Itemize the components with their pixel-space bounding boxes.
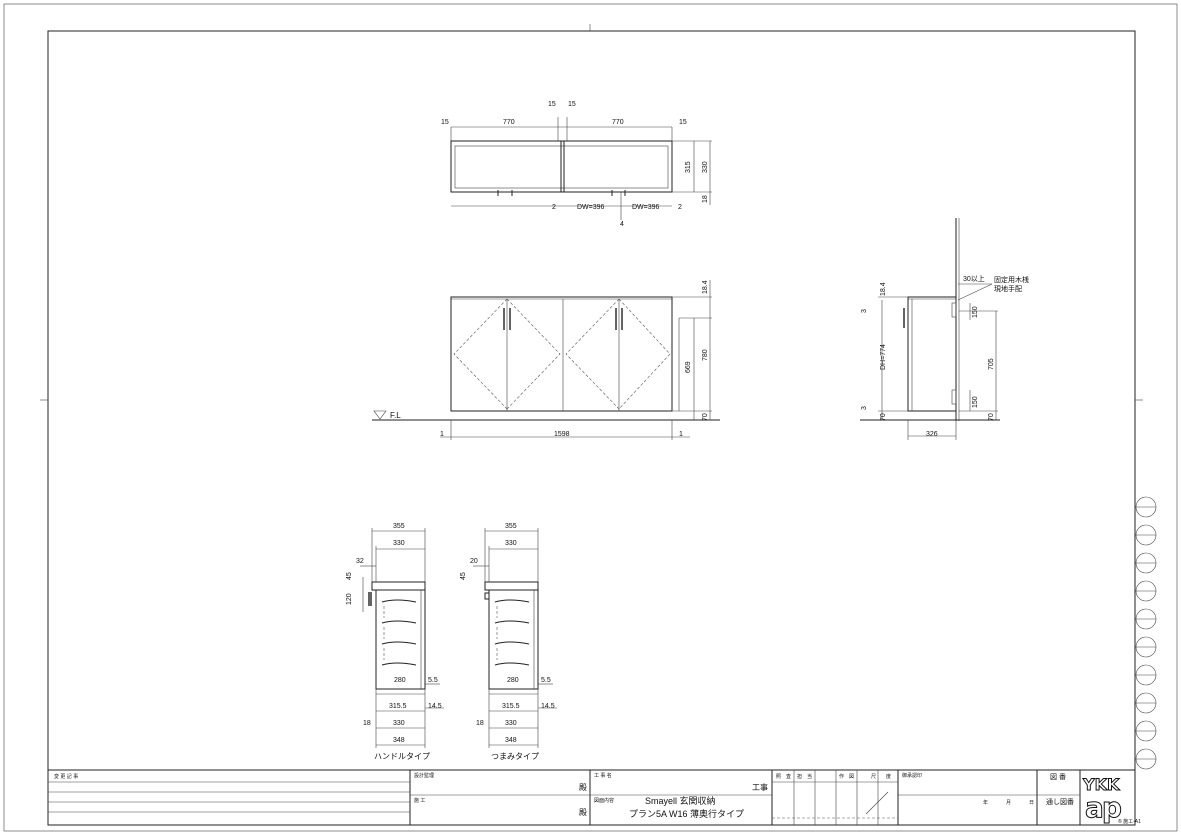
sh-dim-355: 355 <box>393 523 405 530</box>
sk-dim-330t: 330 <box>505 540 517 547</box>
sh-dim-18: 18 <box>363 720 371 727</box>
title-block: 変 更 記 事 設計監理 施 工 殿 殿 工 事 名 工事 図面内容 Smaye… <box>48 769 1141 825</box>
side-dim-70a: 70 <box>880 413 887 421</box>
knob-type-caption: つまみタイプ <box>491 752 539 761</box>
date-month: 月 <box>1006 800 1011 806</box>
role-4: 作 <box>839 773 844 780</box>
side-dim-3b: 3 <box>861 406 868 410</box>
role-6: 尺 <box>871 774 876 780</box>
side-note-wood: 固定用木桟 <box>994 275 1029 284</box>
side-dim-705: 705 <box>988 358 995 370</box>
front-dim-18: 18.4 <box>702 280 709 294</box>
role-5: 図 <box>849 774 854 780</box>
serial-label: 通し図番 <box>1046 797 1074 806</box>
sk-dim-18: 18 <box>476 720 484 727</box>
sh-dim-280: 280 <box>394 677 406 684</box>
front-elevation: F.L 18.4 669 780 70 1 1598 1 <box>372 280 720 440</box>
svg-text:YKK: YKK <box>1082 775 1120 794</box>
side-note-site: 現地手配 <box>994 284 1022 293</box>
front-dim-669: 669 <box>685 361 692 373</box>
sk-dim-348: 348 <box>505 737 517 744</box>
plan-dim-15a: 15 <box>441 119 449 126</box>
sh-dim-55: 5.5 <box>428 677 438 684</box>
section-handle-type: 355 330 32 45 120 280 5.5 315.5 14.5 18 … <box>346 523 444 761</box>
role-2: 担 <box>797 773 802 780</box>
sh-dim-330b: 330 <box>393 720 405 727</box>
side-dim-70b: 70 <box>988 413 995 421</box>
front-dim-1b: 1 <box>679 431 683 438</box>
construction-label: 施 工 <box>414 797 425 804</box>
date-year: 年 <box>983 799 988 806</box>
sk-dim-3155: 315.5 <box>502 703 520 710</box>
dono-2: 殿 <box>579 808 587 817</box>
plan-dim-18: 18 <box>702 195 709 203</box>
side-dim-150b: 150 <box>972 396 979 408</box>
section-knob-type: 355 330 20 45 280 5.5 315.5 14.5 18 330 … <box>460 523 557 761</box>
sk-dim-355: 355 <box>505 523 517 530</box>
sk-dim-145: 14.5 <box>541 703 555 710</box>
design-label: 設計監理 <box>414 772 434 779</box>
sk-dim-45: 45 <box>460 572 467 580</box>
outer-border <box>3 3 1178 832</box>
front-dim-1598: 1598 <box>554 431 570 438</box>
role-1: 査 <box>786 773 791 780</box>
side-dim-3a: 3 <box>861 309 868 313</box>
plan-dim-2a: 2 <box>552 204 556 211</box>
project-label: 工 事 名 <box>594 772 612 779</box>
plan-dim-15c: 15 <box>568 101 576 108</box>
front-dim-70: 70 <box>702 413 709 421</box>
approval-label: 御承認印 <box>902 772 922 779</box>
sh-dim-45: 45 <box>346 572 353 580</box>
dono-1: 殿 <box>579 783 587 792</box>
handle-type-caption: ハンドルタイプ <box>374 752 430 761</box>
side-dim-dh: DH=774 <box>880 344 887 370</box>
content-line-2: プラン5A W16 薄奥行タイプ <box>629 808 744 819</box>
sh-dim-330t: 330 <box>393 540 405 547</box>
sk-dim-55: 5.5 <box>541 677 551 684</box>
plan-dim-770a: 770 <box>503 119 515 126</box>
plan-dim-2b: 2 <box>678 204 682 211</box>
front-dim-780: 780 <box>702 349 709 361</box>
plan-dim-330: 330 <box>702 161 709 173</box>
sh-dim-120: 120 <box>346 593 353 605</box>
drawing-no-label: 図 番 <box>1050 773 1066 781</box>
svg-text:ap: ap <box>1085 791 1121 824</box>
front-dim-1a: 1 <box>440 431 444 438</box>
side-dim-326: 326 <box>926 431 938 438</box>
plan-dim-770b: 770 <box>612 119 624 126</box>
sh-dim-145: 14.5 <box>428 703 442 710</box>
plan-dim-4: 4 <box>620 221 624 228</box>
sh-dim-32: 32 <box>356 558 364 565</box>
side-dim-150a: 150 <box>972 306 979 318</box>
sheet-code: ® 施エ-A1 <box>1118 818 1141 825</box>
content-label: 図面内容 <box>594 797 614 804</box>
plan-dim-dw-b: DW=396 <box>632 204 660 211</box>
role-3: 当 <box>807 773 812 780</box>
sk-dim-280: 280 <box>507 677 519 684</box>
plan-dim-15d: 15 <box>679 119 687 126</box>
register-circles <box>1135 496 1157 770</box>
plan-dim-15b: 15 <box>548 101 556 108</box>
side-dim-18: 18.4 <box>880 282 887 296</box>
date-day: 日 <box>1029 800 1034 806</box>
drawing-frame <box>47 30 1136 826</box>
plan-dim-dw-a: DW=396 <box>577 204 605 211</box>
role-7: 度 <box>886 773 891 780</box>
plan-dim-315: 315 <box>685 161 692 173</box>
content-line-1: Smayell 玄関収納 <box>645 795 716 806</box>
fl-label: F.L <box>390 411 401 420</box>
role-0: 照 <box>776 774 781 780</box>
sh-dim-348: 348 <box>393 737 405 744</box>
sh-dim-3155: 315.5 <box>389 703 407 710</box>
sk-dim-330b: 330 <box>505 720 517 727</box>
side-note-30: 30以上 <box>963 274 985 283</box>
revision-label: 変 更 記 事 <box>54 773 78 780</box>
sk-dim-20: 20 <box>470 558 478 565</box>
ykk-ap-logo: YKK ap <box>1082 775 1124 825</box>
side-elevation: 30以上 固定用木桟 現地手配 18.4 3 DH=774 3 70 150 7… <box>860 218 1029 440</box>
plan-view: 15 770 15 15 770 15 315 330 18 2 DW=396 … <box>441 101 712 228</box>
koji-text: 工事 <box>752 782 768 792</box>
